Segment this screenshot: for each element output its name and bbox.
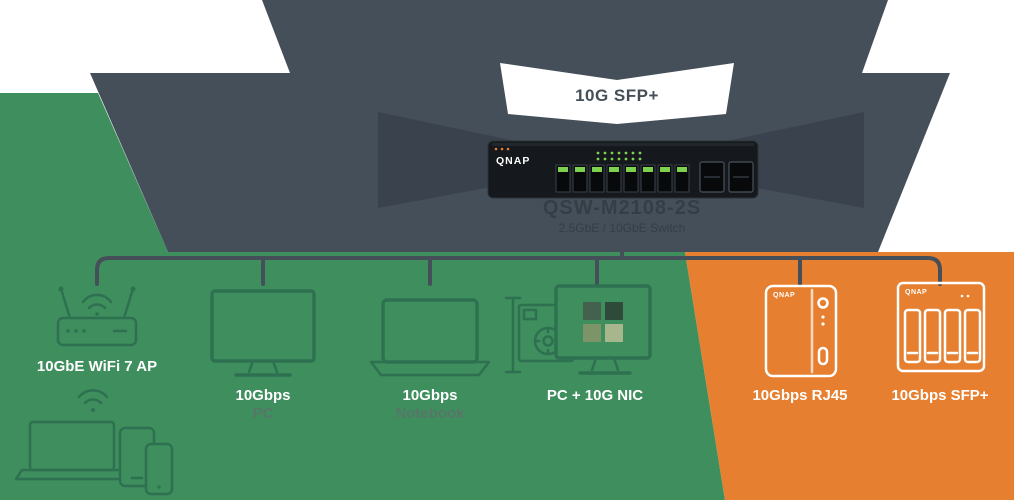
switch-model-name: QSW-M2108-2S <box>542 197 702 219</box>
pc-10g-nic-icon <box>504 284 652 375</box>
nas-rj45-icon <box>764 284 838 378</box>
monitor-icon <box>554 284 652 360</box>
wifi-ap-icon <box>56 286 138 347</box>
switch-led <box>494 147 498 151</box>
nas-rj45-brand-logo: QNAP <box>773 292 796 299</box>
nas-sfp-icon <box>896 281 986 373</box>
pc-label-primary: 10Gbps <box>235 387 291 404</box>
ribbon-shape <box>500 63 734 124</box>
switch-led <box>506 147 510 151</box>
power-button-icon <box>817 297 829 309</box>
wifi-signal-icon <box>95 312 99 316</box>
phone-icon <box>144 442 174 496</box>
pc-label-secondary: PC <box>252 405 274 422</box>
nas-sfp-brand-logo: QNAP <box>905 289 928 296</box>
ribbon-title: 10G SFP+ <box>575 86 659 105</box>
wifi-ap-label: 10GbE WiFi 7 AP <box>36 358 158 375</box>
notebook-label-primary: 10Gbps <box>402 387 458 404</box>
pc-label: 10Gbps PC <box>193 387 333 423</box>
nas-rj45-label: 10Gbps RJ45 <box>752 387 848 404</box>
switch-image <box>487 140 759 199</box>
green-region <box>0 93 725 500</box>
top-banner-shape <box>262 0 888 73</box>
connector-main <box>95 256 942 286</box>
pc-nic-label: PC + 10G NIC <box>546 387 644 404</box>
connection-lines <box>95 234 942 286</box>
notebook-label: 10Gbps Notebook <box>360 387 500 423</box>
desktop-pc-icon <box>210 289 316 377</box>
switch-led-matrix <box>596 151 642 161</box>
wifi-signal-icon <box>91 408 95 412</box>
client-devices-icon <box>14 389 174 496</box>
switch-brand-logo: QNAP <box>496 155 531 167</box>
notebook-label-secondary: Notebook <box>395 405 465 422</box>
switch-sfp-ports <box>699 161 754 193</box>
nas-sfp-label: 10Gbps SFP+ <box>891 387 989 404</box>
switch-model-subtitle: 2.5GbE / 10GbE Switch <box>558 221 686 235</box>
usb-port-icon <box>817 346 829 366</box>
orange-region <box>685 252 1014 500</box>
notebook-icon <box>369 298 491 377</box>
switch-rj45-ports <box>555 164 690 193</box>
drive-bays-icon <box>903 308 982 364</box>
switch-led <box>500 147 504 151</box>
